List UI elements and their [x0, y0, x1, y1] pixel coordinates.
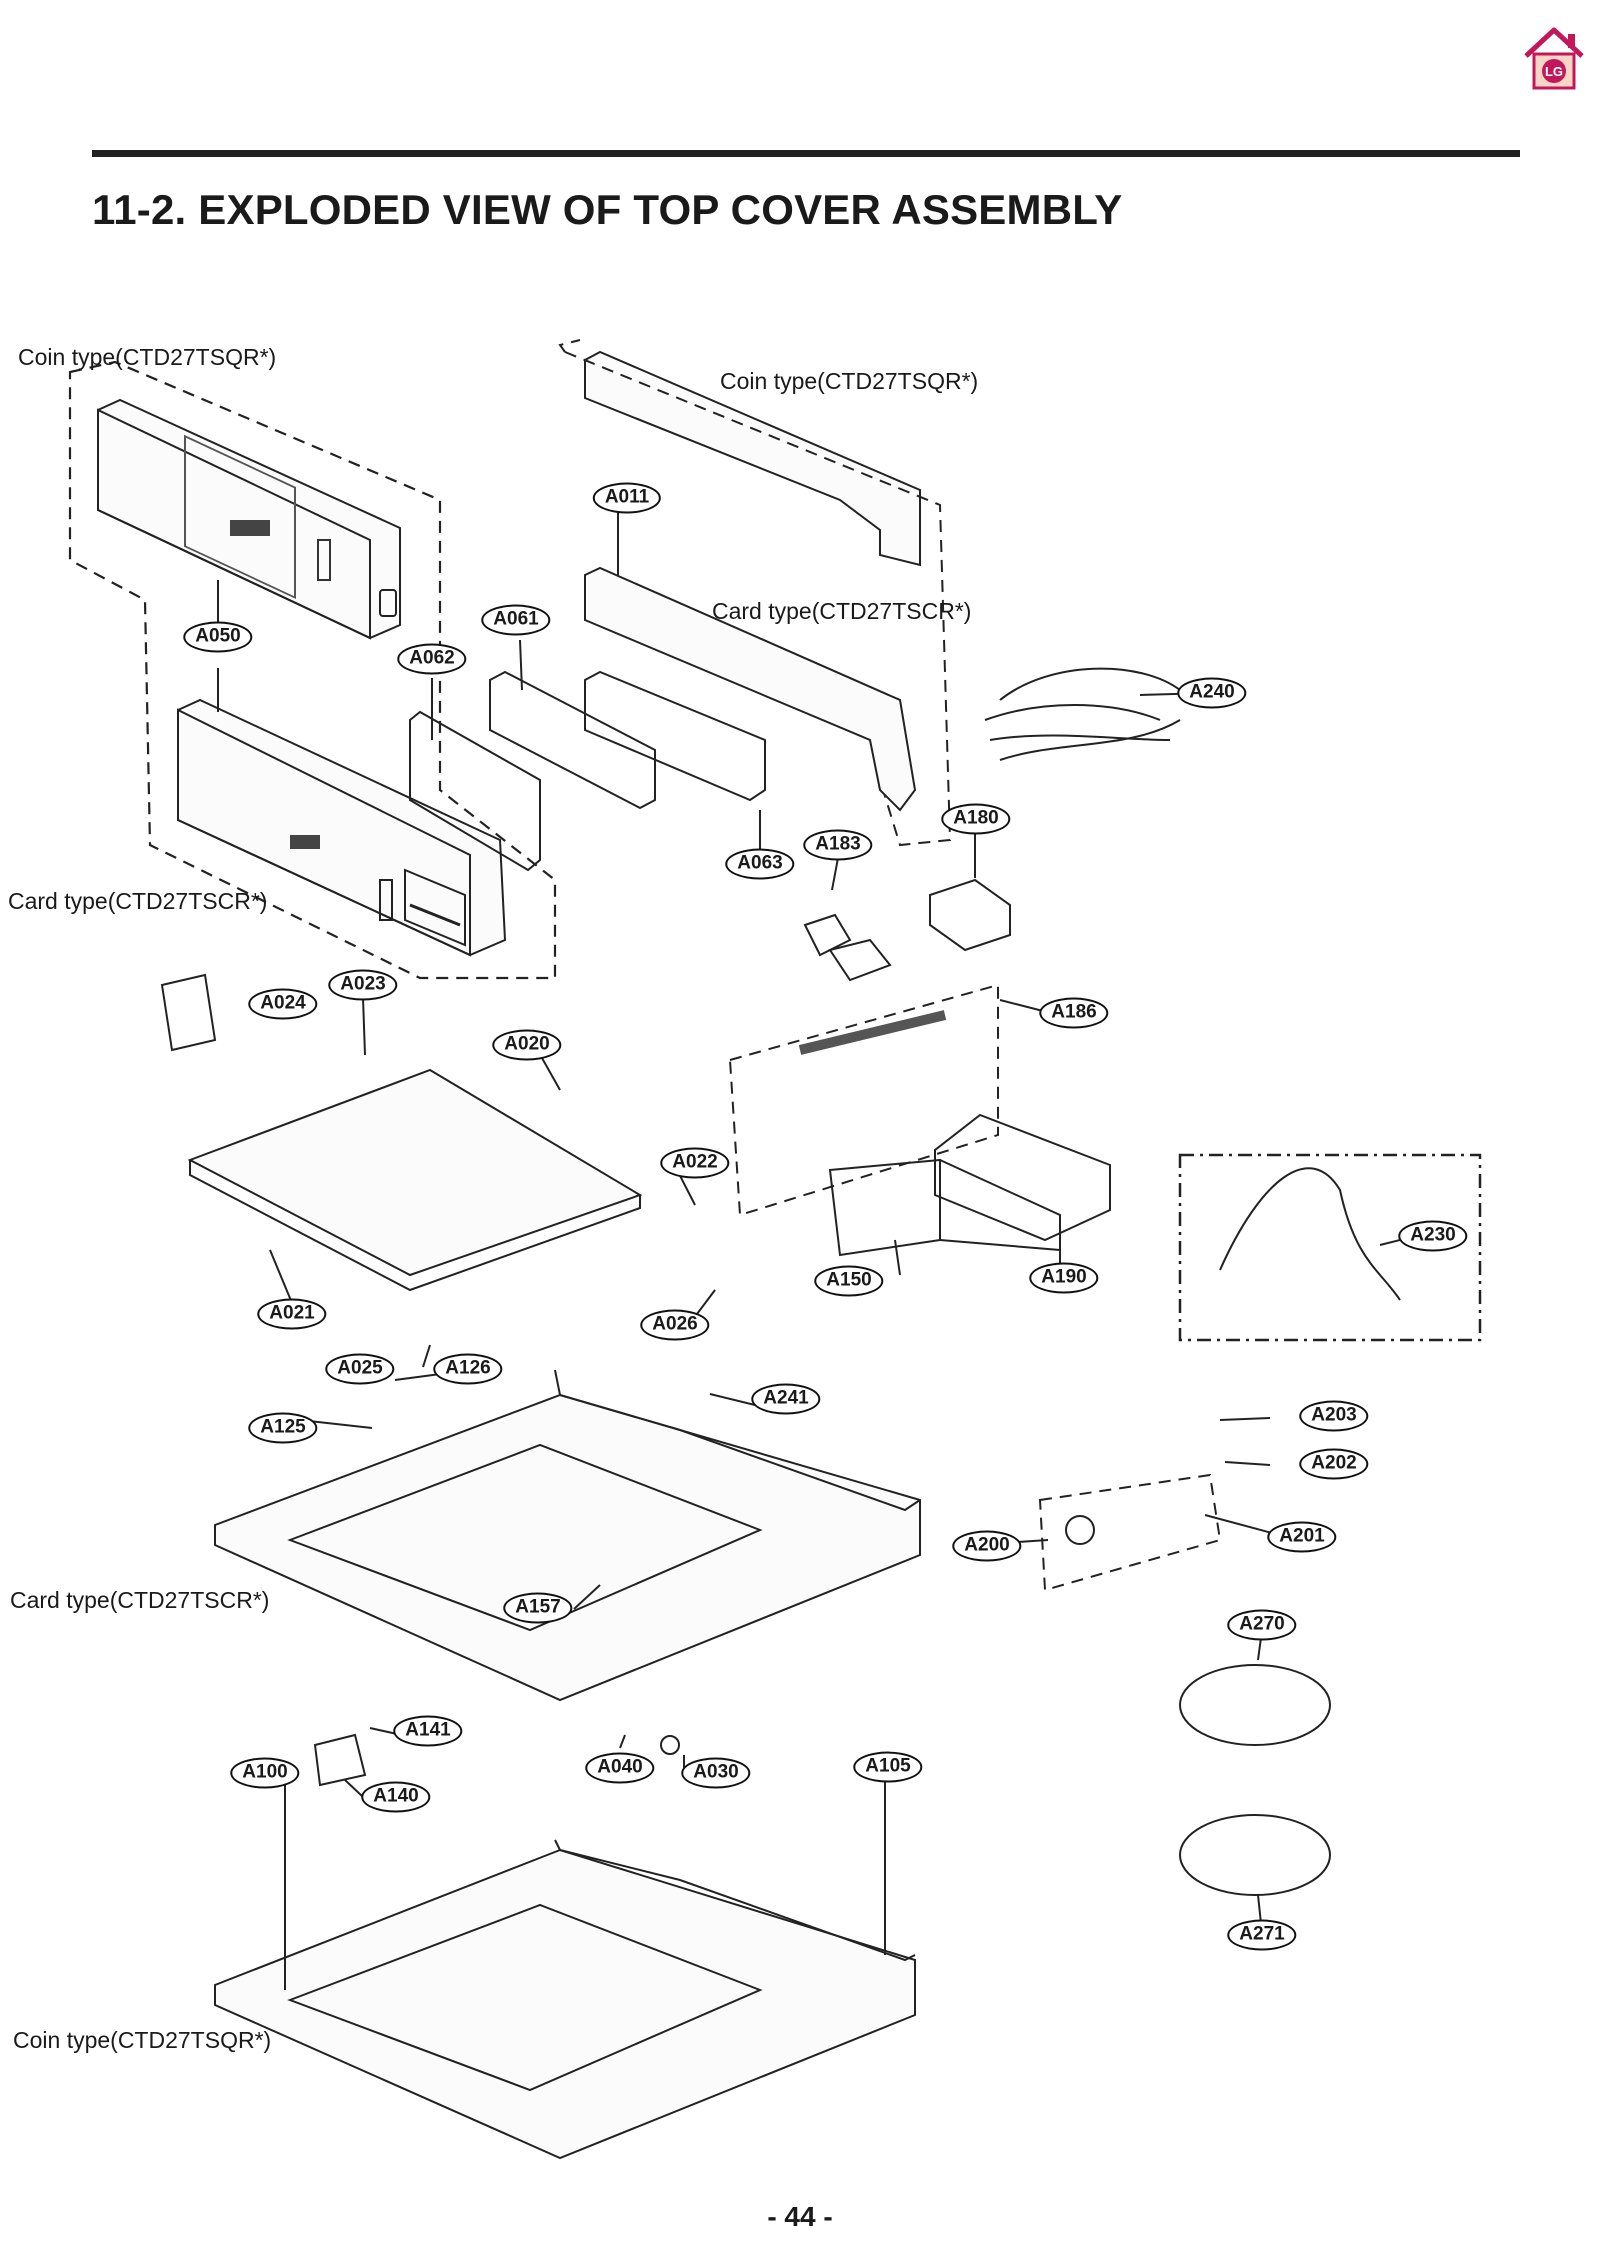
part-label-a186: A186	[1039, 997, 1109, 1029]
dispenser-housing-a190	[934, 1113, 1111, 1242]
part-label-a157: A157	[503, 1592, 573, 1624]
power-cord-a230	[1219, 1167, 1401, 1301]
pcb-bracket-a062	[409, 710, 541, 872]
part-label-a126: A126	[433, 1353, 503, 1385]
part-label-a040: A040	[585, 1752, 655, 1784]
part-label-a150: A150	[814, 1265, 884, 1297]
part-label-a061: A061	[481, 604, 551, 636]
part-label-a026: A026	[640, 1309, 710, 1341]
wire-harness-a240	[984, 667, 1181, 761]
part-label-a025: A025	[325, 1353, 395, 1385]
pressure-switch-group-outline	[1038, 1473, 1222, 1592]
coin-frame-a011	[584, 350, 921, 567]
water-valve-a183	[828, 938, 892, 982]
part-label-a183: A183	[803, 829, 873, 861]
note-coin-type-panel: Coin type(CTD27TSQR*)	[18, 344, 277, 370]
part-label-a201: A201	[1267, 1521, 1337, 1553]
part-label-a050: A050	[183, 621, 253, 653]
lg-home-logo-icon: LG	[1524, 27, 1584, 90]
part-label-a021: A021	[257, 1298, 327, 1330]
part-label-a020: A020	[492, 1029, 562, 1061]
part-label-a141: A141	[393, 1715, 463, 1747]
pcb-a063	[584, 670, 766, 802]
top-cover-coin	[214, 1848, 916, 2160]
lid-lock-a140	[313, 1733, 367, 1787]
part-label-a202: A202	[1299, 1448, 1369, 1480]
coin-control-panel	[97, 398, 401, 640]
part-label-a230: A230	[1398, 1220, 1468, 1252]
logo-text: LG	[1545, 64, 1563, 79]
pcb-a061	[489, 670, 656, 810]
part-label-a105: A105	[853, 1751, 923, 1783]
knob-a030	[660, 1735, 680, 1755]
part-label-a140: A140	[361, 1781, 431, 1813]
water-valve-a180	[929, 878, 1011, 952]
part-label-a011: A011	[592, 482, 662, 514]
note-card-type-frame: Card type(CTD27TSCR*)	[712, 598, 972, 624]
part-label-a125: A125	[248, 1412, 318, 1444]
part-label-a271: A271	[1227, 1919, 1297, 1951]
part-label-a030: A030	[681, 1757, 751, 1789]
part-label-a023: A023	[328, 969, 398, 1001]
part-label-a180: A180	[941, 803, 1011, 835]
power-cord-group-outline	[1178, 1153, 1482, 1342]
part-label-a022: A022	[660, 1147, 730, 1179]
part-label-a270: A270	[1227, 1609, 1297, 1641]
card-frame	[584, 566, 917, 812]
hinge-a024	[160, 973, 217, 1052]
part-label-a241: A241	[751, 1383, 821, 1415]
part-label-a063: A063	[725, 848, 795, 880]
part-label-a190: A190	[1029, 1262, 1099, 1294]
frame-group-outline	[564, 351, 952, 847]
part-label-a200: A200	[952, 1530, 1022, 1562]
lid-a020	[187, 1068, 643, 1277]
part-label-a100: A100	[230, 1757, 300, 1789]
dispenser-drawer-a150	[828, 1158, 941, 1257]
note-coin-type-frame: Coin type(CTD27TSQR*)	[720, 368, 979, 394]
inlet-hose-a270	[1179, 1664, 1331, 1746]
pressure-switch-a200	[1065, 1515, 1095, 1545]
note-card-type-panel: Card type(CTD27TSCR*)	[8, 888, 268, 914]
part-label-a024: A024	[248, 988, 318, 1020]
page-title: 11-2. EXPLODED VIEW OF TOP COVER ASSEMBL…	[92, 186, 1123, 233]
header-rule	[92, 150, 1520, 157]
note-card-type-cover: Card type(CTD27TSCR*)	[10, 1587, 270, 1613]
part-label-a203: A203	[1299, 1400, 1369, 1432]
note-coin-type-cover: Coin type(CTD27TSQR*)	[13, 2027, 272, 2053]
coin-card-panel-group-outline	[68, 360, 557, 980]
hose-group-outline-a186	[728, 983, 999, 1217]
card-control-panel	[177, 698, 507, 957]
page-number: - 44 -	[767, 2201, 833, 2232]
part-label-a240: A240	[1177, 677, 1247, 709]
part-label-a062: A062	[397, 643, 467, 675]
top-cover-card	[214, 1393, 921, 1702]
inlet-hose-a271	[1179, 1814, 1331, 1896]
